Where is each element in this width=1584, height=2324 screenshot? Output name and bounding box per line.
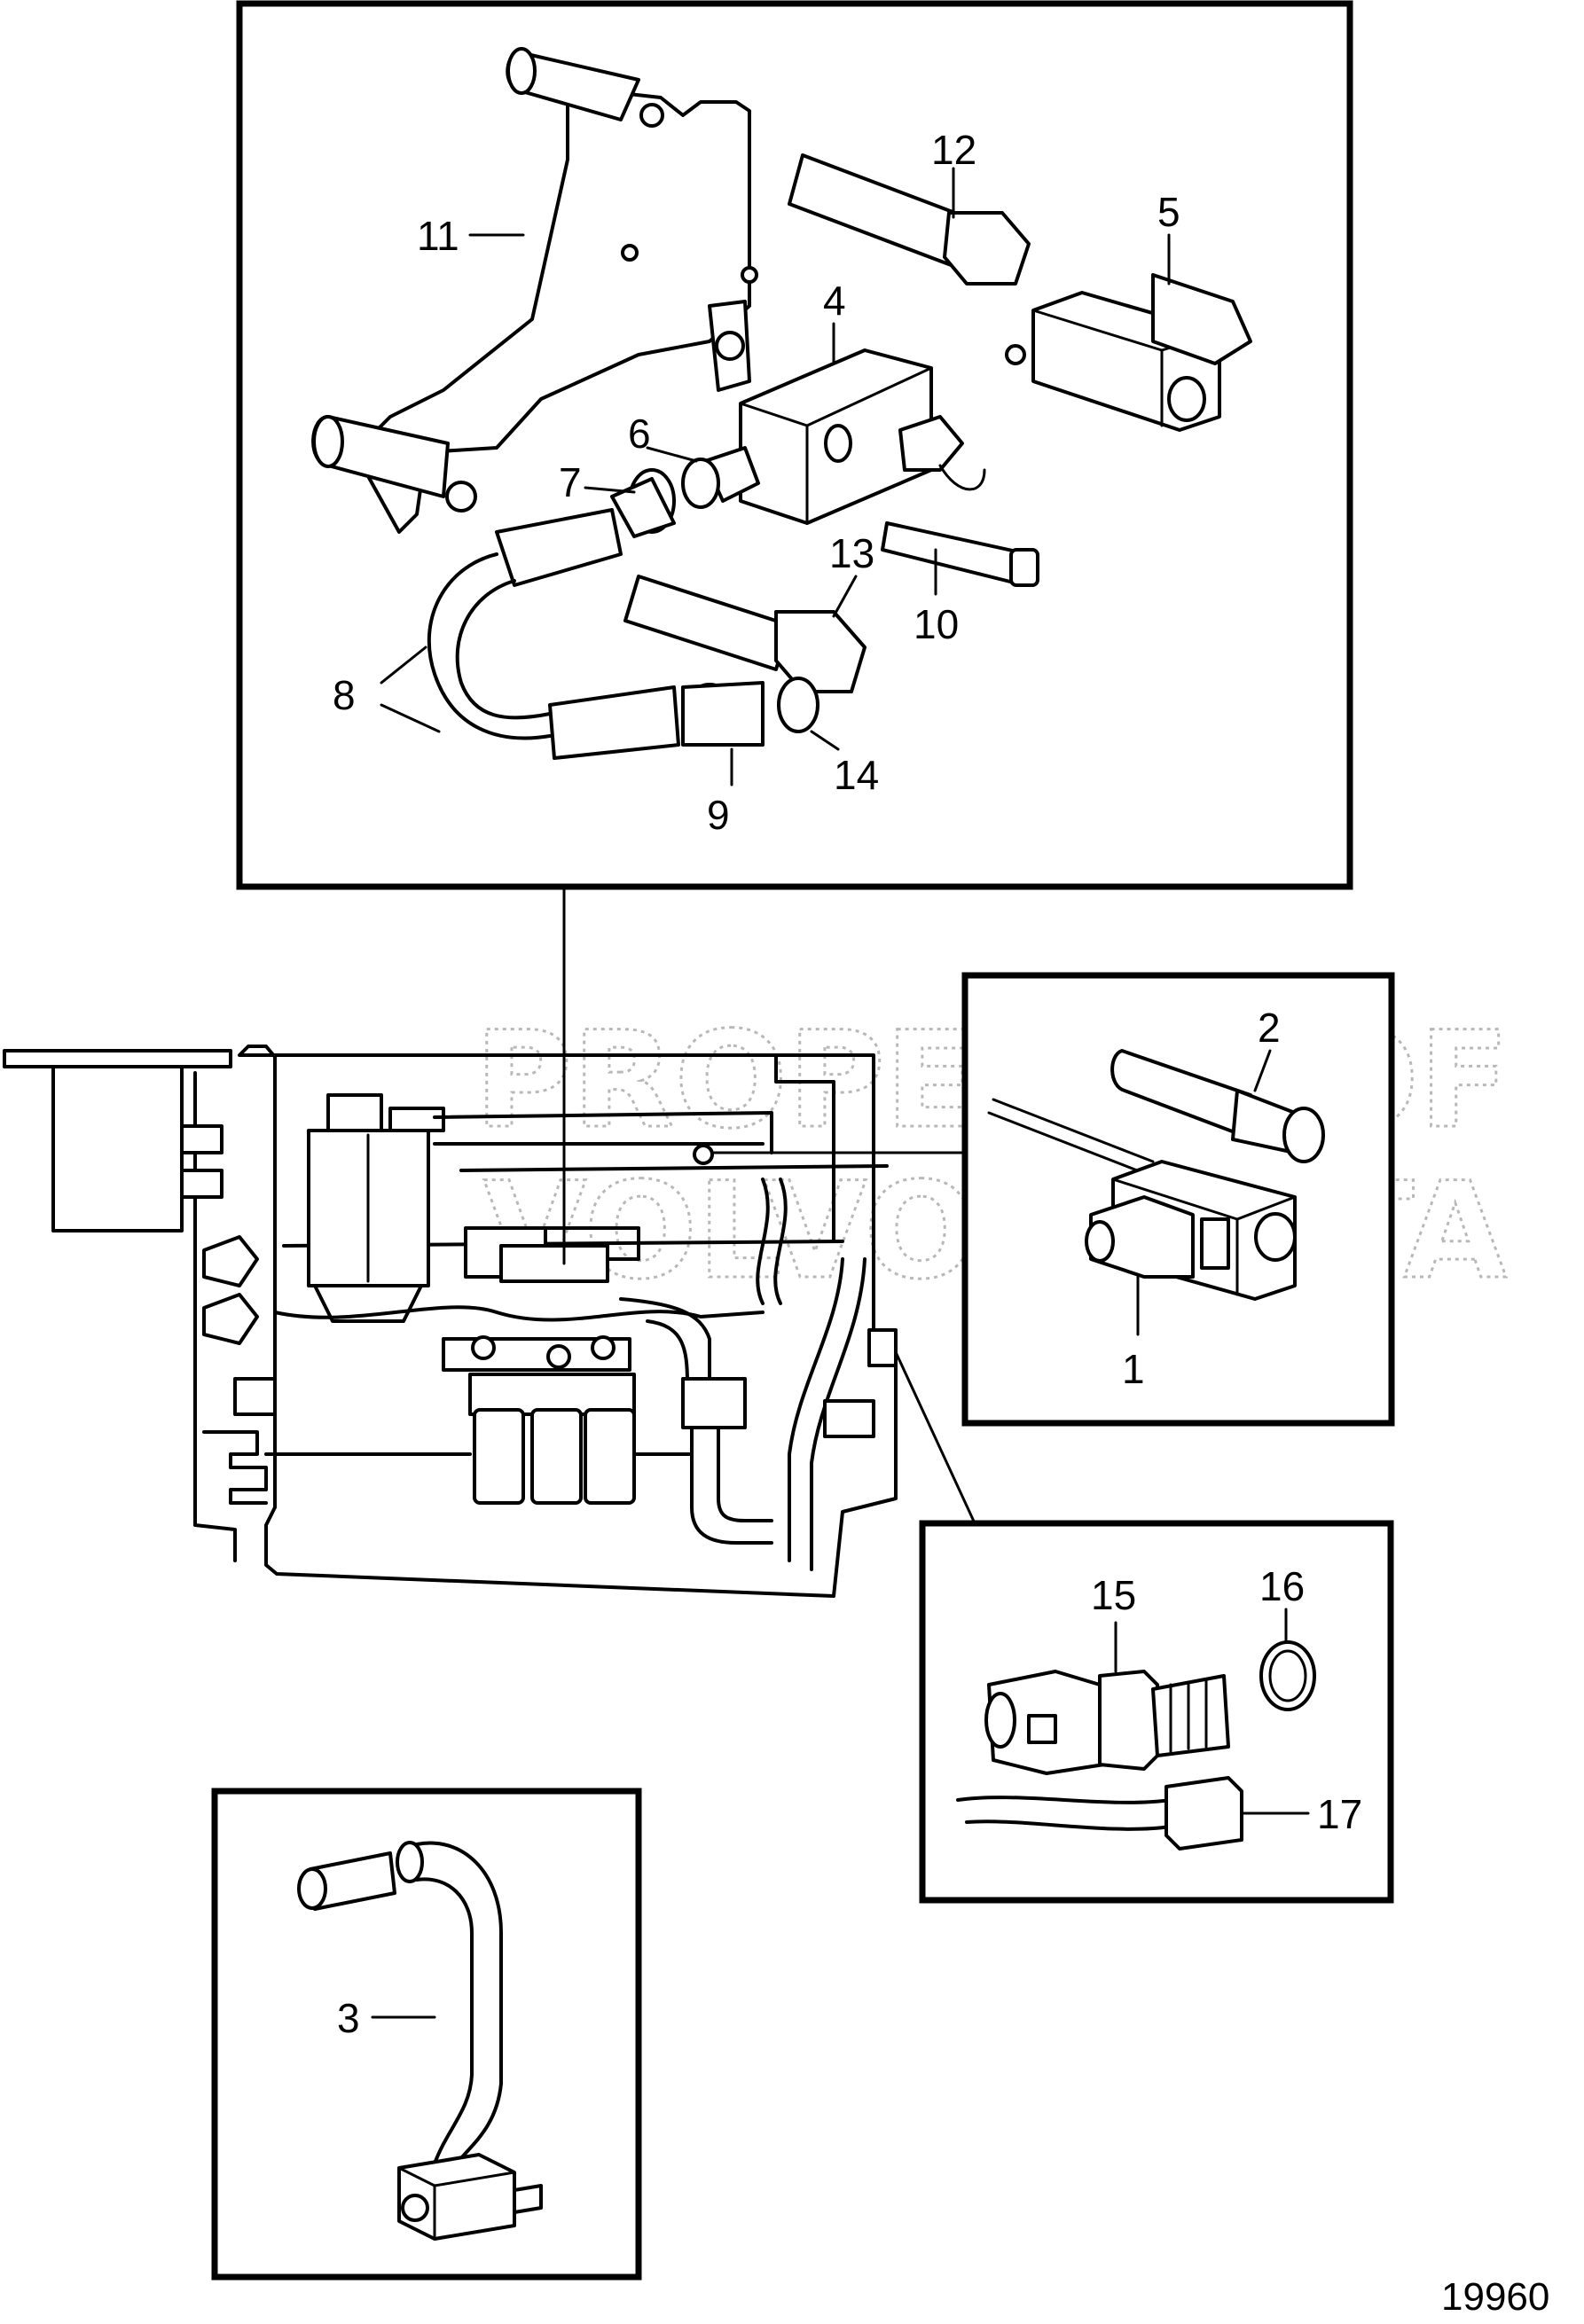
- detail-panel-top: [236, 0, 1353, 890]
- detail-panel-right: [961, 972, 1395, 1427]
- callout-5: 5: [1157, 189, 1180, 235]
- callout-14: 14: [834, 752, 879, 798]
- callouts-right: 2 1: [1122, 1005, 1281, 1392]
- callout-6: 6: [628, 411, 651, 457]
- callouts-top: 11 12 5 4 6 7 13 10 8 9 14: [333, 127, 1180, 838]
- callout-4: 4: [823, 278, 846, 324]
- callouts-pipe: 3: [337, 1995, 436, 2041]
- detail-panel-pipe: [211, 1788, 642, 2281]
- figure-number: 19960: [1441, 2275, 1549, 2319]
- callout-13: 13: [829, 530, 874, 576]
- detail-panel-sensor: [919, 1520, 1394, 1904]
- callout-2: 2: [1258, 1005, 1281, 1051]
- callout-7: 7: [559, 459, 582, 505]
- callout-10: 10: [914, 601, 959, 647]
- callout-3: 3: [337, 1995, 360, 2041]
- callout-11: 11: [417, 213, 459, 259]
- engine-overview: [3, 1045, 898, 1598]
- callout-8: 8: [333, 672, 356, 718]
- callout-16: 16: [1259, 1563, 1305, 1609]
- leader-sensor: [894, 1350, 977, 1527]
- callout-9: 9: [707, 792, 730, 838]
- callout-17: 17: [1317, 1791, 1362, 1837]
- callout-1: 1: [1122, 1346, 1145, 1392]
- callouts-sensor: 15 16 17: [1091, 1563, 1362, 1837]
- callout-12: 12: [931, 127, 976, 173]
- callout-15: 15: [1091, 1572, 1136, 1618]
